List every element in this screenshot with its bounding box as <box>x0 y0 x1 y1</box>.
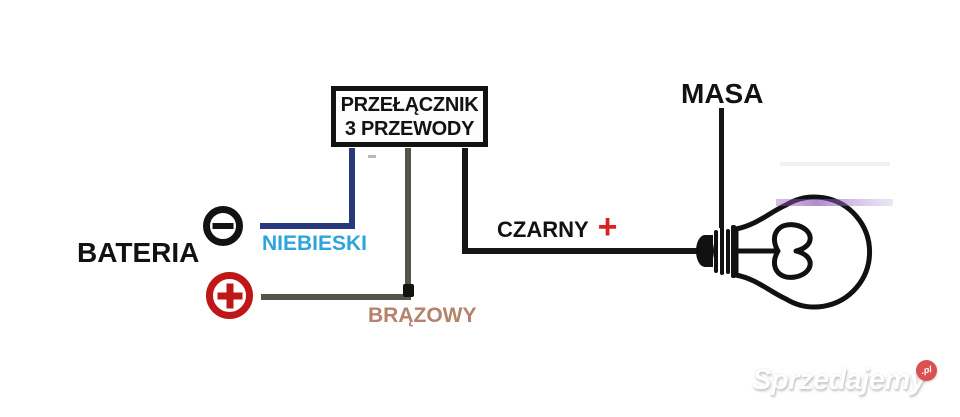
minus-bar <box>212 223 234 229</box>
plus-bar-vertical <box>226 283 233 308</box>
bulb-thread-1 <box>714 230 718 273</box>
ground-wire <box>719 108 724 228</box>
switch-box-label-line2: 3 PRZEWODY <box>344 117 475 140</box>
purple-streak-artifact <box>776 199 893 206</box>
brown-wire-label: BRĄZOWY <box>368 304 477 327</box>
bulb-filament <box>734 222 813 280</box>
scan-artifact-dash <box>368 155 376 158</box>
wire-corner-joint <box>403 284 414 297</box>
switch-box-label-line1: PRZEŁĄCZNIK <box>340 93 479 116</box>
battery-label: BATERIA <box>77 237 200 268</box>
black-wire-label-row: CZARNY + <box>497 208 618 246</box>
blue-wire-vertical <box>349 148 355 229</box>
black-wire-label: CZARNY <box>497 216 589 242</box>
blue-wire-horizontal <box>260 223 355 229</box>
brown-wire-horizontal <box>261 294 411 300</box>
faint-gray-streak <box>780 162 890 166</box>
ground-label: MASA <box>681 78 764 109</box>
plus-terminal-icon <box>206 272 253 319</box>
watermark-tld: .pl <box>920 364 933 376</box>
plus-sign-red: + <box>597 208 618 246</box>
bulb-cap-edge <box>731 225 736 278</box>
light-bulb-icon <box>696 162 893 310</box>
blue-wire-label: NIEBIESKI <box>262 232 368 255</box>
black-wire-vertical <box>462 148 468 253</box>
black-wire-horizontal <box>462 248 702 254</box>
switch-box: PRZEŁĄCZNIK 3 PRZEWODY <box>331 86 488 147</box>
bulb-tip-body <box>704 235 713 267</box>
watermark-text: Sprzedajemy <box>752 364 926 396</box>
bulb-thread-2 <box>720 227 724 275</box>
minus-terminal-icon <box>203 206 243 246</box>
bulb-thread-3 <box>726 229 730 274</box>
brown-wire-vertical <box>405 148 411 294</box>
